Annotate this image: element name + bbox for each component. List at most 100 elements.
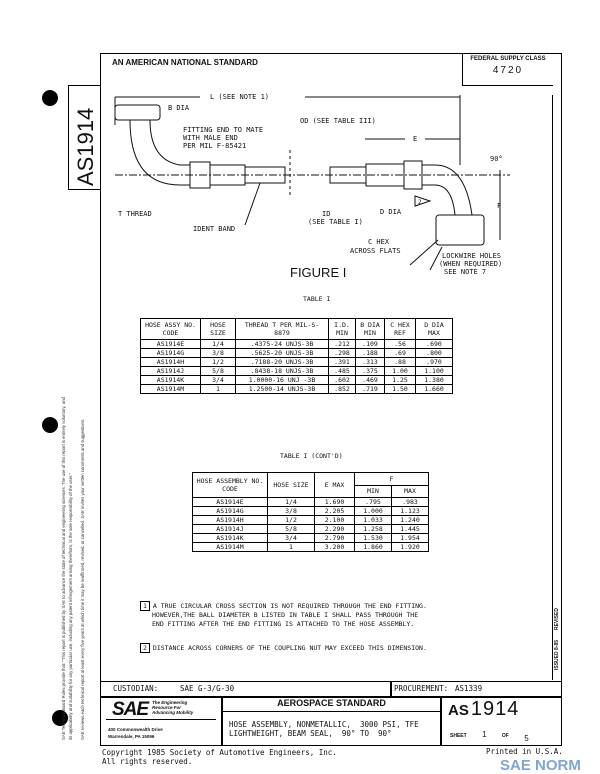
table-cell: 1.2500-14 UNJS-3B: [235, 384, 329, 394]
table-cell: 3.200: [314, 542, 355, 552]
title-line: LIGHTWEIGHT, BEAM SEAL, 90° TO 90°: [229, 729, 392, 738]
divider: [106, 719, 216, 720]
table-cell: .795: [354, 497, 392, 507]
sheet-total: 5: [524, 734, 529, 743]
punch-hole: [42, 417, 58, 433]
table-cell: 1.033: [354, 515, 392, 525]
table-cell: 1: [267, 542, 315, 552]
table-cell: .109: [355, 339, 385, 349]
table-cell: 2.100: [314, 515, 355, 525]
table-cell: .212: [328, 339, 356, 349]
vertical-doc-number: AS1914: [73, 107, 98, 186]
table-1: HOSE ASSY NO. CODE HOSE SIZE THREAD T PE…: [140, 318, 453, 394]
table-cell: 2.290: [314, 524, 355, 534]
table-cell: 1.690: [314, 497, 355, 507]
table-cell: .690: [415, 339, 453, 349]
d-dia-label: D DIA: [380, 208, 402, 216]
sheet-number: 1: [482, 730, 487, 739]
table-header: I.D. MIN: [328, 318, 356, 340]
table-cell: 1.000: [354, 506, 392, 516]
doc-number-cell: [440, 696, 562, 746]
table-header: HOSE SIZE: [267, 472, 315, 498]
right-hex: [403, 160, 423, 190]
table-cell: .56: [384, 339, 416, 349]
table-header-row: HOSE ASSEMBLY NO. CODE HOSE SIZE E MAX F: [192, 472, 429, 498]
table-cell: 1/2: [200, 357, 236, 367]
table-cell: 1.00: [384, 366, 416, 376]
table-cell: 1/2: [267, 515, 315, 525]
table-header: HOSE ASSEMBLY NO. CODE: [192, 472, 268, 498]
table-cell: 3/4: [267, 533, 315, 543]
table-cell: .719: [355, 384, 385, 394]
table-cell: 1.954: [391, 533, 429, 543]
table-cell: AS1914K: [192, 533, 268, 543]
od-label: OD (SEE TABLE III): [300, 117, 376, 125]
table-cell: .7188-20 UNJS-3B: [235, 357, 329, 367]
table-cell: 1.258: [354, 524, 392, 534]
note-text: A TRUE CIRCULAR CROSS SECTION IS NOT REQ…: [152, 602, 427, 610]
table-cell: .69: [384, 348, 416, 358]
procurement-label: PROCUREMENT:: [394, 684, 449, 693]
table-cell: 3/4: [200, 375, 236, 385]
table-cell: 1.0000-16 UNJ -3B: [235, 375, 329, 385]
table-cell: 1.240: [391, 515, 429, 525]
id-label: ID: [322, 210, 330, 218]
c-hex-label: C HEX: [368, 238, 390, 246]
revised-label: REVISED: [554, 608, 560, 630]
table-cell: 2.790: [314, 533, 355, 543]
procurement-cell: [390, 681, 562, 698]
fitting-label: WITH MALE END: [183, 134, 238, 142]
lockwire-label: LOCKWIRE HOLES: [442, 252, 501, 260]
table-cell: .298: [328, 348, 356, 358]
table-cell: 1.660: [415, 384, 453, 394]
note-text: END FITTING AFTER THE END FITTING IS ATT…: [152, 620, 415, 628]
table-cell: 1.25: [384, 375, 416, 385]
table-cell: .8438-18 UNJS-3B: [235, 366, 329, 376]
of-label: OF: [501, 733, 509, 739]
copyright-line: Copyright 1985 Society of Automotive Eng…: [102, 748, 337, 757]
ident-band-label: IDENT BAND: [193, 225, 235, 233]
table-cell: .313: [355, 357, 385, 367]
table2-caption: TABLE I (CONT'D): [280, 452, 343, 460]
punch-hole: [42, 90, 58, 106]
watermark: SAE NORM: [500, 757, 581, 774]
table-header-row: HOSE ASSY NO. CODE HOSE SIZE THREAD T PE…: [140, 318, 453, 340]
document-title: HOSE ASSEMBLY, NONMETALLIC, 3000 PSI, TF…: [229, 720, 419, 738]
table-cell: AS1914H: [192, 515, 268, 525]
fitting-label: PER MIL F-85421: [183, 142, 246, 150]
title-line: HOSE ASSEMBLY, NONMETALLIC, 3000 PSI, TF…: [229, 720, 419, 729]
fsc-value: 4720: [492, 65, 524, 76]
table-header: THREAD T PER MIL-S-8879: [235, 318, 329, 340]
left-elbow-outer: [129, 119, 190, 186]
table-cell: 1: [200, 384, 236, 394]
table-cell: .391: [328, 357, 356, 367]
procurement-value: AS1339: [455, 684, 483, 693]
issued-label: ISSUED 8-85: [554, 639, 560, 670]
note2-marker: 2: [140, 643, 150, 653]
table-cell: AS1914M: [192, 542, 268, 552]
table-header: MIN: [354, 484, 392, 498]
table-cell: AS1914J: [140, 366, 201, 376]
doc-prefix: AS: [448, 702, 469, 719]
table-cell: AS1914H: [140, 357, 201, 367]
aerospace-standard-banner: AEROSPACE STANDARD: [221, 698, 442, 712]
table-cell: AS1914G: [140, 348, 201, 358]
lockwire-label: SEE NOTE 7: [444, 268, 486, 276]
lockwire-leader: [429, 246, 443, 271]
table-cell: .800: [415, 348, 453, 358]
table-cell: 1.860: [354, 542, 392, 552]
address-line: Warrendale, PA 15096: [108, 734, 155, 739]
e-label: E: [413, 135, 417, 143]
printed-in: Printed in U.S.A.: [486, 747, 563, 756]
custodian-value: SAE G-3/G-30: [180, 684, 235, 693]
note2-number: 2: [418, 199, 422, 206]
table-cell: AS1914E: [192, 497, 268, 507]
b-dia-label: B DIA: [168, 104, 190, 112]
